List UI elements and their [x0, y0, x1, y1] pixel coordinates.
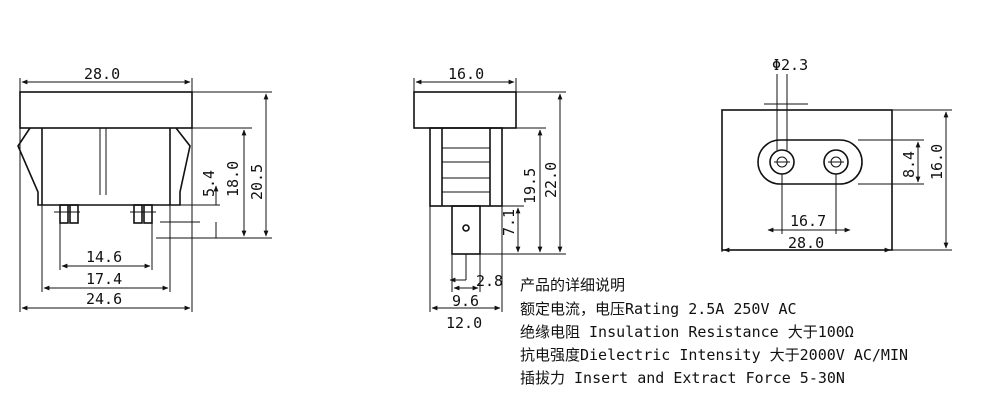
front-width-17-4: 17.4 [86, 270, 122, 288]
front-height-5-4: 5.4 [200, 170, 218, 197]
front-width-28: 28.0 [84, 65, 120, 83]
front-width-24-6: 24.6 [86, 290, 122, 308]
face-height-16: 16.0 [928, 144, 946, 180]
spec-title: 产品的详细说明 [520, 276, 626, 294]
side-height-22: 22.0 [542, 162, 560, 198]
face-width-28: 28.0 [788, 234, 824, 252]
side-width-9-6: 9.6 [452, 292, 479, 310]
side-view [413, 78, 566, 312]
side-width-2-8: 2.8 [476, 272, 503, 290]
face-phi-2-3: Φ2.3 [772, 56, 808, 74]
front-height-20-5: 20.5 [248, 164, 266, 200]
front-height-18: 18.0 [224, 161, 242, 197]
front-view [17, 78, 272, 312]
front-width-14-6: 14.6 [86, 248, 122, 266]
spec-rating: 额定电流，电压Rating 2.5A 250V AC [520, 300, 797, 318]
face-view [721, 74, 952, 253]
side-height-19-5: 19.5 [521, 168, 539, 204]
spec-dielectric: 抗电强度Dielectric Intensity 大于2000V AC/MIN [520, 346, 909, 364]
spec-insulation: 绝缘电阻 Insulation Resistance 大于100Ω [520, 323, 854, 341]
side-height-7-1: 7.1 [500, 209, 518, 236]
face-height-8-4: 8.4 [900, 151, 918, 178]
face-width-16-7: 16.7 [790, 212, 826, 230]
spec-insert-force: 插拔力 Insert and Extract Force 5-30N [520, 369, 845, 387]
side-width-12: 12.0 [446, 314, 482, 332]
side-width-16: 16.0 [448, 65, 484, 83]
